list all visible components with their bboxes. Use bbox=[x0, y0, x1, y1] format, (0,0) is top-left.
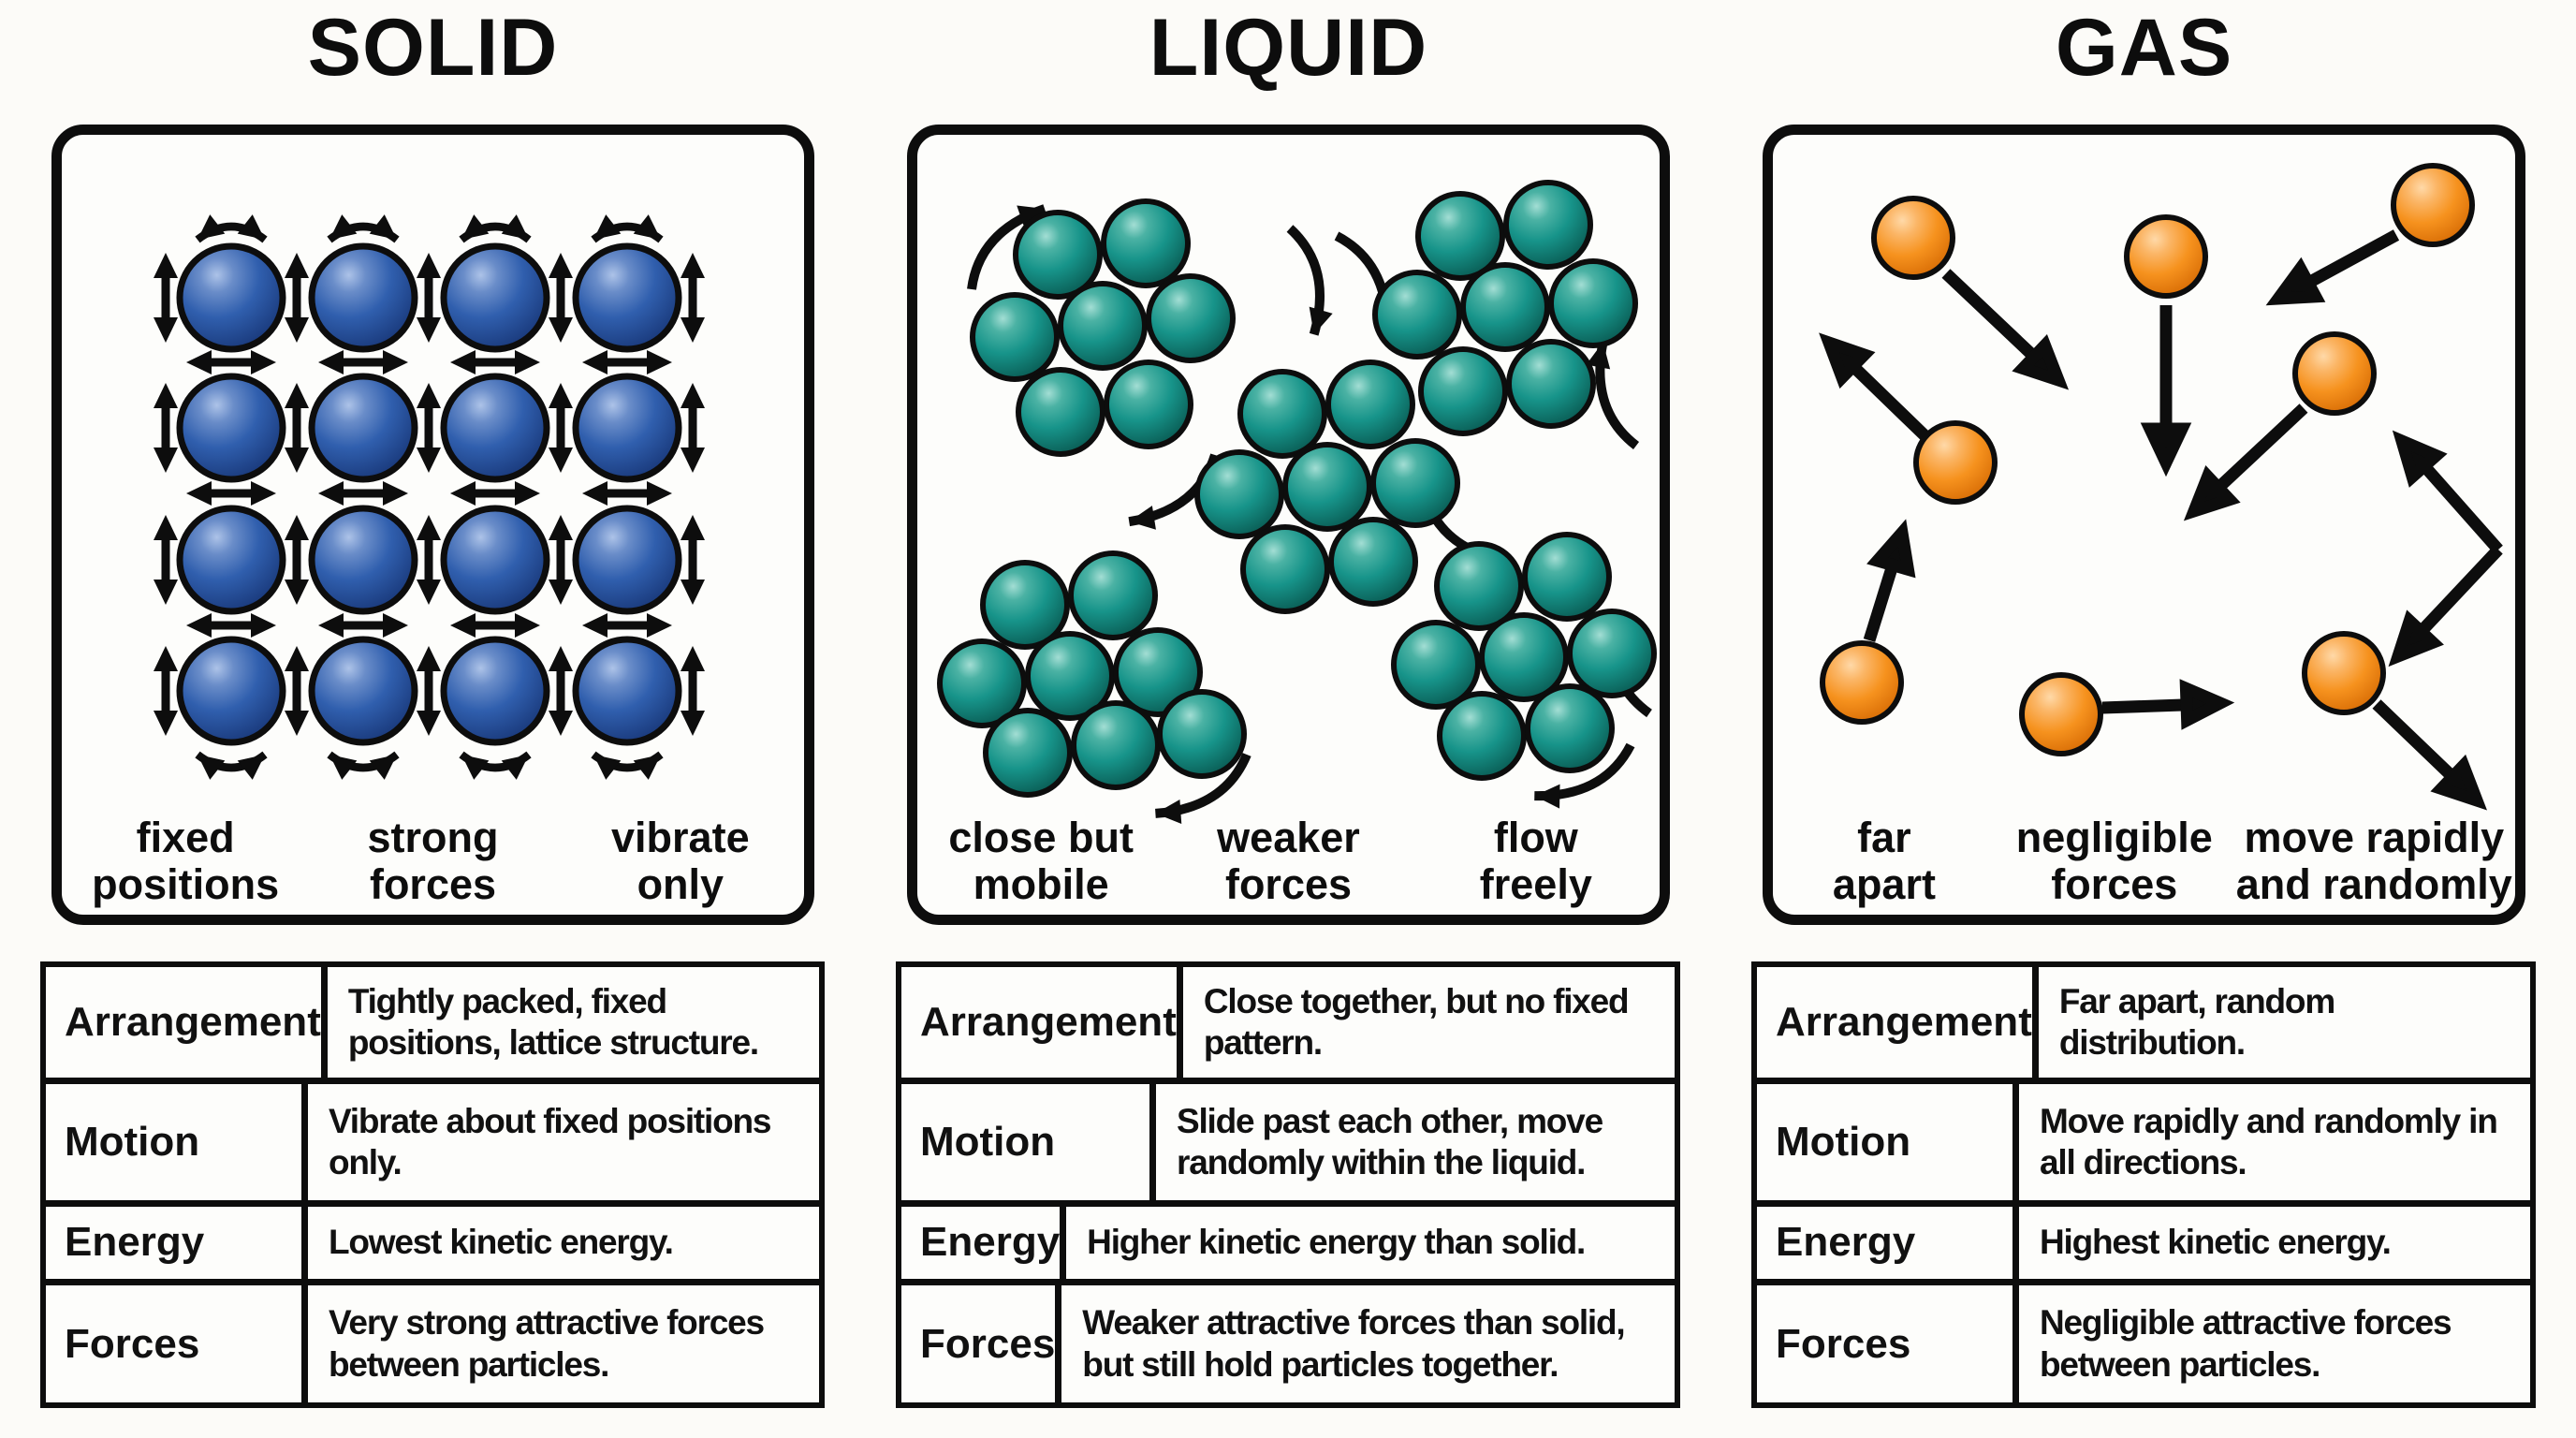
liquid-cluster-bottom-right bbox=[1394, 535, 1654, 778]
row-value: Negligible attractive forces between par… bbox=[2040, 1303, 2452, 1384]
table-row: Energy Highest kinetic energy. bbox=[1757, 1199, 2530, 1280]
liquid-particle-diagram bbox=[917, 135, 1660, 915]
row-value: Higher kinetic energy than solid. bbox=[1087, 1223, 1586, 1262]
row-label: Energy bbox=[1757, 1206, 2019, 1280]
row-label: Forces bbox=[1757, 1285, 2019, 1402]
row-label: Motion bbox=[901, 1084, 1156, 1200]
table-row: Arrangement Close together, but no fixed… bbox=[901, 967, 1675, 1078]
row-label: Arrangement bbox=[901, 967, 1183, 1078]
table-row: Motion Move rapidly and randomly in all … bbox=[1757, 1078, 2530, 1200]
liquid-properties-table: Arrangement Close together, but no fixed… bbox=[896, 961, 1680, 1408]
table-row: Forces Very strong attractive forces bet… bbox=[46, 1279, 819, 1402]
solid-particle-diagram bbox=[62, 135, 804, 915]
gas-caption-motion: move rapidly and randomly bbox=[2235, 814, 2512, 908]
row-label: Motion bbox=[46, 1084, 308, 1200]
row-label: Arrangement bbox=[1757, 967, 2039, 1078]
row-label: Arrangement bbox=[46, 967, 328, 1078]
liquid-cluster-bottom-left bbox=[940, 553, 1244, 795]
gas-scattered-particles bbox=[1822, 166, 2472, 754]
gas-caption-forces: negligible forces bbox=[2015, 814, 2213, 908]
liquid-cluster-top-left bbox=[973, 201, 1233, 454]
row-value: Close together, but no fixed pattern. bbox=[1203, 981, 1630, 1063]
solid-panel: fixed positions strong forces vibrate on… bbox=[51, 125, 814, 925]
table-row: Energy Lowest kinetic energy. bbox=[46, 1199, 819, 1280]
table-row: Arrangement Tightly packed, fixed positi… bbox=[46, 967, 819, 1078]
row-value: Vibrate about fixed positions only. bbox=[329, 1101, 772, 1182]
liquid-caption-motion: flow freely bbox=[1479, 814, 1592, 908]
row-label: Forces bbox=[46, 1285, 308, 1402]
table-row: Forces Weaker attractive forces than sol… bbox=[901, 1279, 1675, 1402]
gas-properties-table: Arrangement Far apart, random distributi… bbox=[1751, 961, 2536, 1408]
table-row: Forces Negligible attractive forces betw… bbox=[1757, 1279, 2530, 1402]
solid-caption-arrangement: fixed positions bbox=[92, 814, 280, 908]
gas-particle-diagram bbox=[1773, 135, 2503, 915]
gas-motion-arrow-icons bbox=[1818, 229, 2503, 812]
solid-title: SOLID bbox=[307, 3, 559, 93]
solid-caption-motion: vibrate only bbox=[611, 814, 750, 908]
solid-properties-table: Arrangement Tightly packed, fixed positi… bbox=[40, 961, 825, 1408]
liquid-cluster-middle bbox=[1197, 362, 1457, 611]
liquid-caption-arrangement: close but mobile bbox=[948, 814, 1134, 908]
liquid-caption-forces: weaker forces bbox=[1217, 814, 1360, 908]
row-value: Highest kinetic energy. bbox=[2040, 1223, 2392, 1262]
row-label: Energy bbox=[46, 1206, 308, 1280]
row-value: Move rapidly and randomly in all directi… bbox=[2040, 1101, 2498, 1182]
row-value: Tightly packed, fixed positions, lattice… bbox=[347, 981, 759, 1063]
gas-panel: far apart negligible forces move rapidly… bbox=[1763, 125, 2525, 925]
solid-caption-forces: strong forces bbox=[367, 814, 499, 908]
row-value: Far apart, random distribution. bbox=[2058, 981, 2335, 1063]
table-row: Arrangement Far apart, random distributi… bbox=[1757, 967, 2530, 1078]
row-value: Slide past each other, move randomly wit… bbox=[1177, 1101, 1603, 1182]
table-row: Motion Slide past each other, move rando… bbox=[901, 1078, 1675, 1200]
row-label: Forces bbox=[901, 1285, 1062, 1402]
solid-captions: fixed positions strong forces vibrate on… bbox=[62, 814, 804, 907]
liquid-title: LIQUID bbox=[1149, 3, 1428, 93]
table-row: Motion Vibrate about fixed positions onl… bbox=[46, 1078, 819, 1200]
row-label: Energy bbox=[901, 1206, 1067, 1280]
liquid-captions: close but mobile weaker forces flow free… bbox=[917, 814, 1660, 907]
row-label: Motion bbox=[1757, 1084, 2019, 1200]
liquid-panel: close but mobile weaker forces flow free… bbox=[907, 125, 1670, 925]
row-value: Weaker attractive forces than solid, but… bbox=[1082, 1303, 1625, 1384]
table-row: Energy Higher kinetic energy than solid. bbox=[901, 1199, 1675, 1280]
gas-captions: far apart negligible forces move rapidly… bbox=[1773, 814, 2515, 907]
row-value: Lowest kinetic energy. bbox=[329, 1223, 674, 1262]
row-value: Very strong attractive forces between pa… bbox=[329, 1303, 765, 1384]
gas-caption-arrangement: far apart bbox=[1832, 814, 1936, 908]
gas-title: GAS bbox=[2055, 3, 2233, 93]
